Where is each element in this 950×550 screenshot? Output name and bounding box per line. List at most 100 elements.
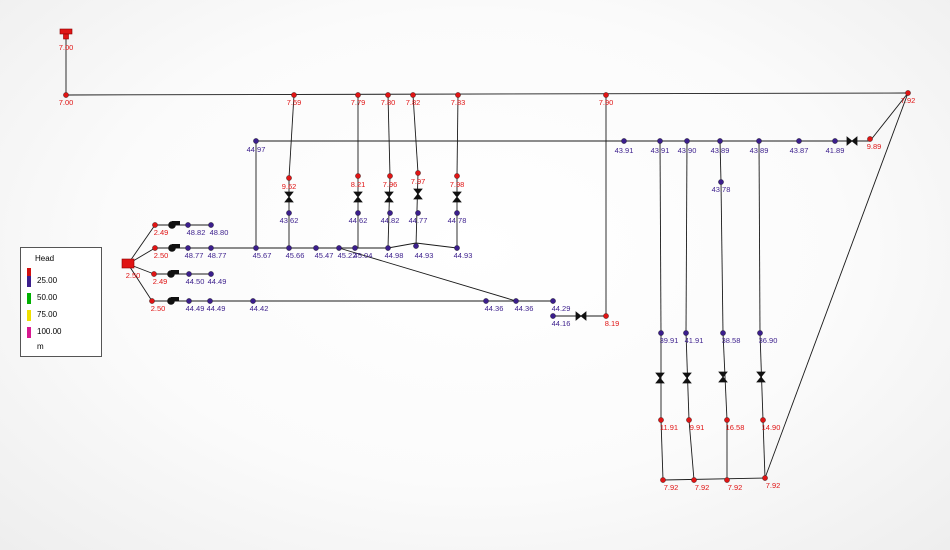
pipe-11[interactable] — [685, 140, 688, 334]
junction-n48[interactable] — [207, 298, 213, 304]
junction-n2[interactable] — [291, 92, 297, 98]
junction-n54[interactable] — [603, 313, 609, 319]
junction-n8[interactable] — [905, 90, 911, 96]
junction-n12[interactable] — [684, 138, 690, 144]
junction-n61[interactable] — [724, 417, 730, 423]
junction-n16[interactable] — [832, 138, 838, 144]
junction-n50[interactable] — [483, 298, 489, 304]
junction-n5[interactable] — [410, 92, 416, 98]
junction-n44[interactable] — [186, 271, 192, 277]
pipe-19[interactable] — [660, 419, 664, 481]
junction-n45[interactable] — [208, 271, 214, 277]
pipe-1[interactable] — [65, 92, 909, 96]
junction-n56[interactable] — [683, 330, 689, 336]
junction-n37[interactable] — [313, 245, 319, 251]
junction-n51[interactable] — [513, 298, 519, 304]
valve-upper-1[interactable] — [353, 191, 363, 203]
valve-right[interactable] — [846, 136, 858, 146]
valve-upper-4[interactable] — [452, 191, 462, 203]
junction-n64[interactable] — [691, 477, 697, 483]
junction-n46[interactable] — [149, 298, 155, 304]
valve-upper-0[interactable] — [284, 191, 294, 203]
junction-n47[interactable] — [186, 298, 192, 304]
valve-lower-3[interactable] — [756, 371, 766, 383]
valve-lower-2[interactable] — [718, 371, 728, 383]
pipe-23[interactable] — [662, 477, 766, 481]
pipe-24[interactable] — [764, 92, 909, 479]
junction-n59[interactable] — [658, 417, 664, 423]
pipe-37[interactable] — [387, 242, 417, 249]
valve-upper-3[interactable] — [413, 188, 423, 200]
pipe-4[interactable] — [387, 94, 391, 177]
junction-n1[interactable] — [63, 92, 69, 98]
junction-n33[interactable] — [185, 245, 191, 251]
junction-n58[interactable] — [757, 330, 763, 336]
junction-n26[interactable] — [415, 210, 421, 216]
junction-n49[interactable] — [250, 298, 256, 304]
junction-n63[interactable] — [660, 477, 666, 483]
pipe-14[interactable] — [758, 140, 761, 334]
pipe-6[interactable] — [456, 94, 459, 177]
junction-n30[interactable] — [185, 222, 191, 228]
junction-n19[interactable] — [355, 173, 361, 179]
junction-n14[interactable] — [756, 138, 762, 144]
junction-n43[interactable] — [151, 271, 157, 277]
junction-n39[interactable] — [352, 245, 358, 251]
pipe-38[interactable] — [415, 242, 458, 249]
junction-n28[interactable] — [718, 179, 724, 185]
junction-n38[interactable] — [336, 245, 342, 251]
junction-n25[interactable] — [387, 210, 393, 216]
junction-n9[interactable] — [253, 138, 259, 144]
junction-n35[interactable] — [253, 245, 259, 251]
tank-symbol[interactable] — [59, 28, 73, 40]
pump-3[interactable] — [167, 297, 179, 305]
junction-n62[interactable] — [760, 417, 766, 423]
junction-n20[interactable] — [387, 173, 393, 179]
junction-n22[interactable] — [454, 173, 460, 179]
pipe-9[interactable] — [869, 92, 909, 142]
junction-n27[interactable] — [454, 210, 460, 216]
pipe-13[interactable] — [720, 181, 724, 334]
junction-n42[interactable] — [454, 245, 460, 251]
junction-n55[interactable] — [658, 330, 664, 336]
reservoir-symbol[interactable] — [121, 258, 135, 269]
pipe-20[interactable] — [688, 419, 695, 481]
pipe-17[interactable] — [722, 332, 728, 421]
junction-n13[interactable] — [717, 138, 723, 144]
pipe-12[interactable] — [719, 140, 722, 183]
junction-n40[interactable] — [385, 245, 391, 251]
pipe-34[interactable] — [127, 263, 153, 302]
junction-n7[interactable] — [603, 92, 609, 98]
junction-n3[interactable] — [355, 92, 361, 98]
junction-n24[interactable] — [355, 210, 361, 216]
junction-n23[interactable] — [286, 210, 292, 216]
pipe-5[interactable] — [412, 94, 419, 174]
junction-n66[interactable] — [762, 475, 768, 481]
pump-2[interactable] — [167, 270, 179, 278]
junction-n10[interactable] — [621, 138, 627, 144]
pipe-2[interactable] — [288, 94, 295, 179]
junction-n17[interactable] — [867, 136, 873, 142]
valve-mid[interactable] — [575, 311, 587, 321]
pipe-22[interactable] — [762, 419, 766, 479]
junction-n60[interactable] — [686, 417, 692, 423]
pipe-28[interactable] — [415, 172, 419, 247]
valve-lower-1[interactable] — [682, 372, 692, 384]
junction-n36[interactable] — [286, 245, 292, 251]
junction-n15[interactable] — [796, 138, 802, 144]
junction-n65[interactable] — [724, 477, 730, 483]
junction-n34[interactable] — [208, 245, 214, 251]
junction-n52[interactable] — [550, 298, 556, 304]
head-legend[interactable]: Head 25.00 50.00 75.00 100.00 m — [20, 247, 102, 357]
junction-n4[interactable] — [385, 92, 391, 98]
pump-0[interactable] — [168, 221, 180, 229]
pipe-10[interactable] — [659, 140, 662, 334]
junction-n6[interactable] — [455, 92, 461, 98]
valve-lower-0[interactable] — [655, 372, 665, 384]
junction-n41[interactable] — [413, 243, 419, 249]
junction-n32[interactable] — [152, 245, 158, 251]
junction-n29[interactable] — [152, 222, 158, 228]
pipe-41[interactable] — [338, 247, 517, 302]
pump-1[interactable] — [168, 244, 180, 252]
